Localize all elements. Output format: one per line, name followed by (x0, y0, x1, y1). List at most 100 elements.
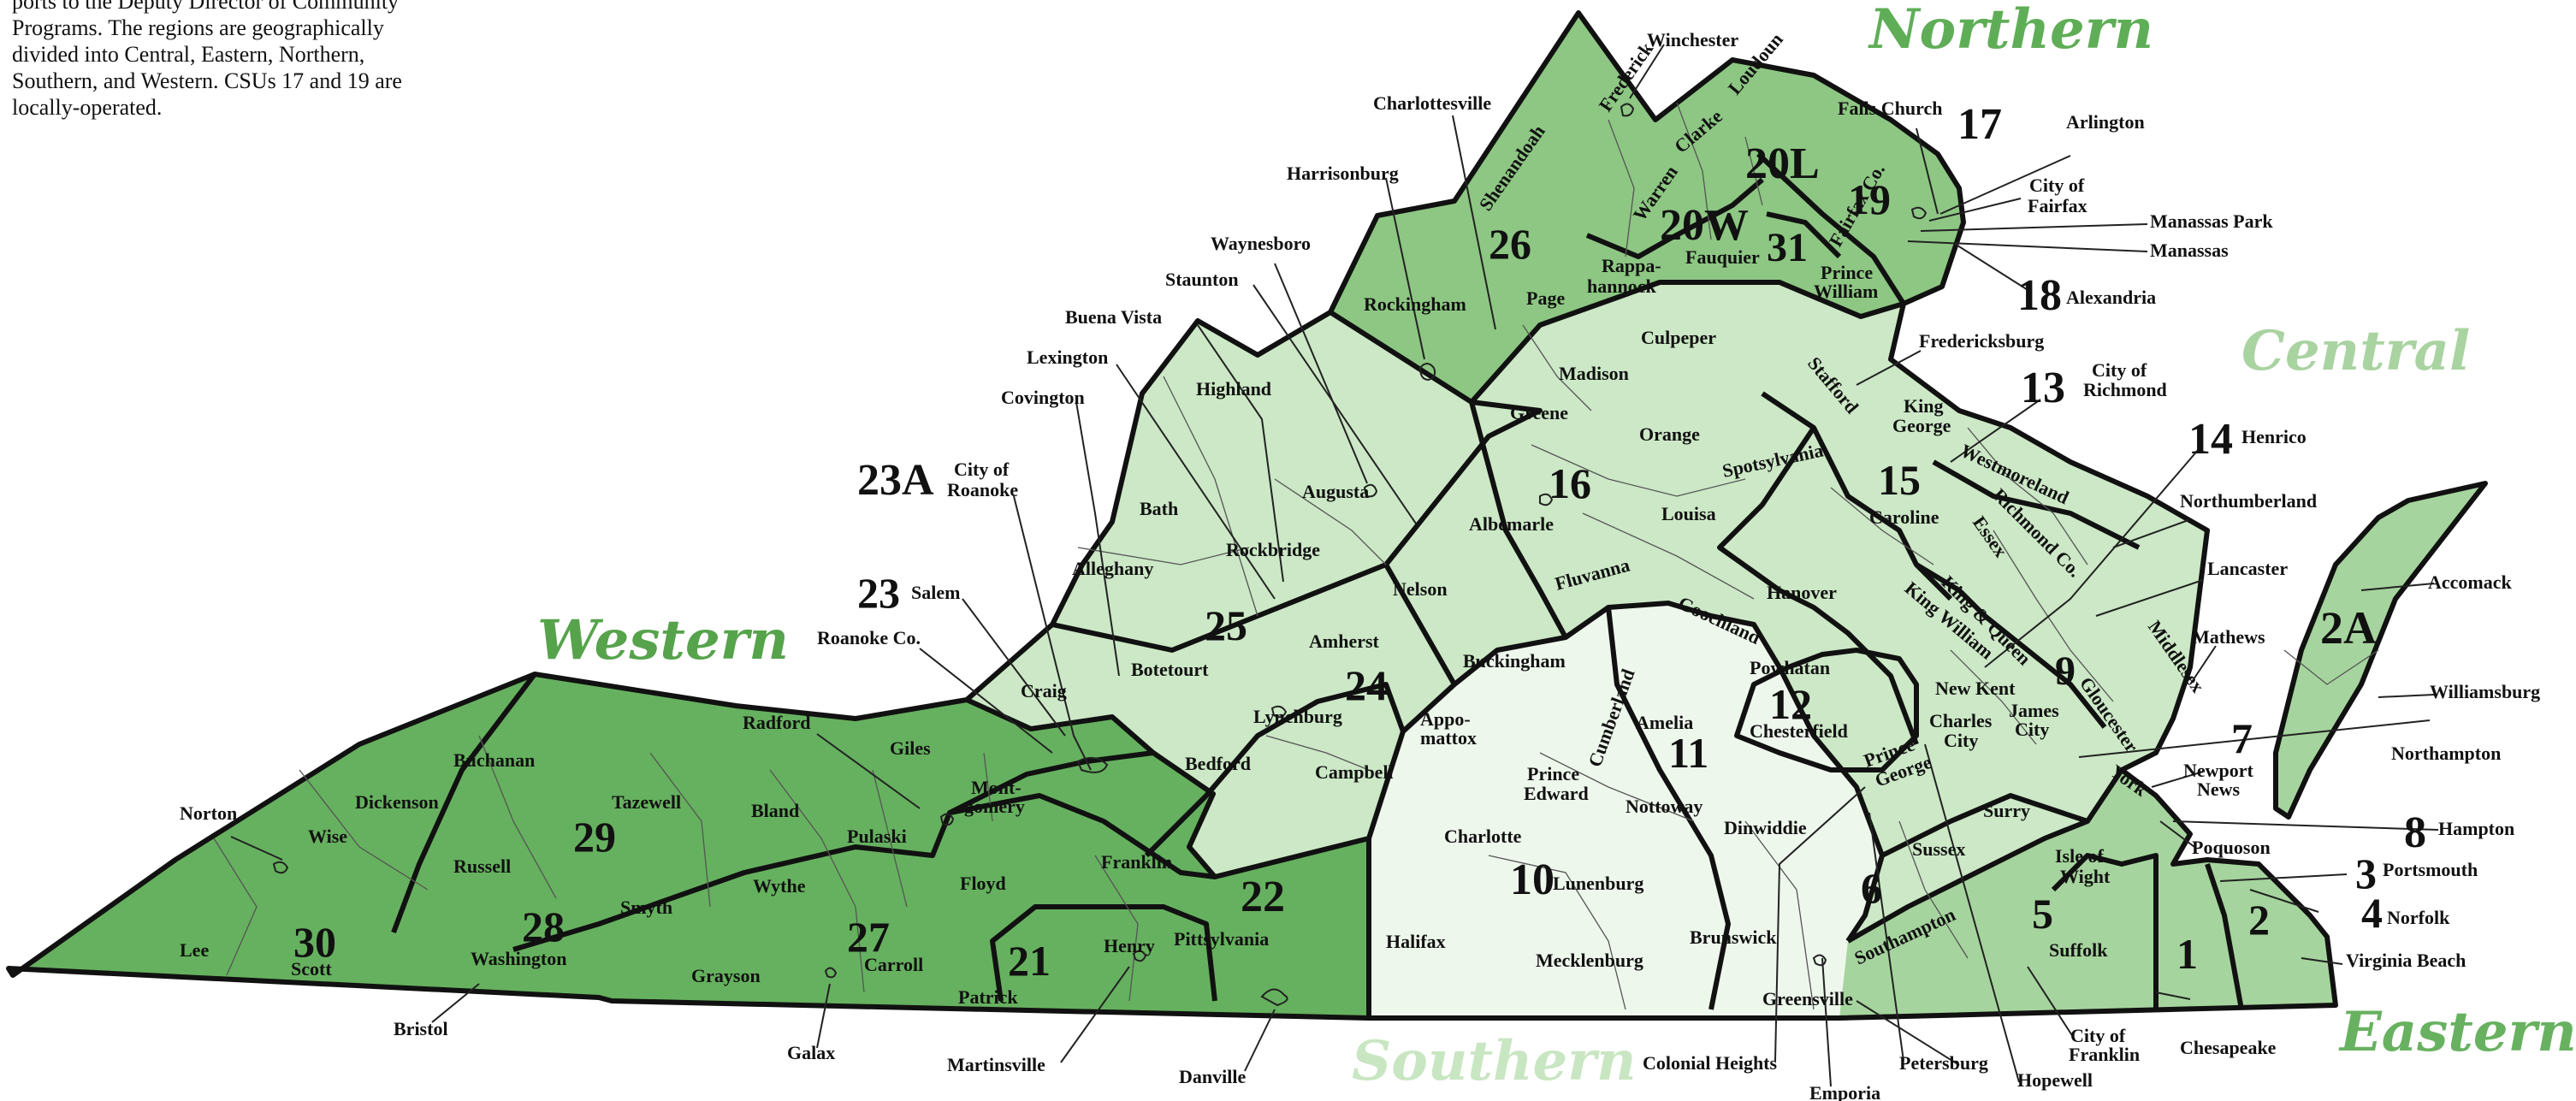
intro-line: Southern, and Western. CSUs 17 and 19 ar… (12, 68, 402, 93)
place-label: Edward (1524, 783, 1589, 804)
region-eastern (1839, 770, 2336, 1018)
place-label: Portsmouth (2383, 859, 2478, 880)
csu-label: 20W (1660, 201, 1749, 250)
place-label: Virginia Beach (2346, 950, 2466, 971)
place-label: Buchanan (453, 749, 535, 771)
place-label: Smyth (620, 897, 672, 918)
place-label: Bland (751, 800, 799, 821)
place-label: Albemarle (1469, 513, 1554, 535)
place-label: Covington (1001, 387, 1085, 408)
place-label: Wight (2060, 866, 2111, 887)
place-label: Nelson (1393, 578, 1448, 600)
place-label: Greensville (1762, 988, 1853, 1009)
place-label: Caroline (1869, 506, 1939, 528)
place-label: Russell (453, 855, 511, 877)
place-label: Lexington (1027, 346, 1108, 368)
place-label: Manassas (2150, 240, 2229, 261)
place-label: Wise (308, 826, 347, 847)
place-label: Colonial Heights (1643, 1052, 1778, 1074)
place-label: William (1814, 281, 1878, 302)
place-label: News (2197, 778, 2241, 800)
csu-label: 15 (1878, 456, 1921, 504)
place-label: Mathews (2192, 626, 2265, 648)
place-label: George (1892, 415, 1951, 436)
csu-label: 23 (857, 569, 900, 617)
place-label: New Kent (1935, 678, 2016, 699)
place-label: Waynesboro (1211, 233, 1311, 254)
place-label: James (2009, 700, 2059, 721)
place-label: Northumberland (2180, 490, 2317, 512)
place-label: Grayson (691, 965, 761, 986)
csu-label: 16 (1549, 459, 1591, 507)
csu-label: 1 (2176, 930, 2198, 978)
place-label: Lunenburg (1553, 873, 1643, 894)
csu-label: 5 (2032, 890, 2053, 938)
place-label: Highland (1196, 378, 1271, 400)
csu-label: 12 (1769, 680, 1812, 728)
csu-label: 21 (1008, 937, 1051, 985)
csu-label: 11 (1668, 729, 1708, 777)
place-label: Emporia (1809, 1082, 1880, 1101)
place-label: Dickenson (355, 791, 439, 813)
region-eastern-shore (2276, 483, 2485, 817)
place-label: Hampton (2438, 818, 2514, 839)
intro-line: Programs. The regions are geographically (12, 15, 384, 40)
place-label: City (2015, 719, 2049, 740)
place-label: Falls Church (1838, 98, 1942, 119)
csu-label: 6 (1861, 864, 1882, 912)
intro-text: ports to the Deputy Director of Communit… (12, 0, 457, 121)
csu-label: 30 (293, 918, 336, 966)
place-label: hannock (1587, 275, 1656, 297)
place-label: Norton (180, 802, 237, 824)
leader-lines (230, 44, 2439, 1087)
place-label: Hopewell (2017, 1069, 2093, 1091)
place-label: Tazewell (612, 791, 681, 813)
region-shapes (9, 13, 2485, 1018)
place-labels: Winchester Charlottesville Harrisonburg … (180, 29, 2540, 1101)
place-label: Floyd (960, 873, 1006, 894)
place-label: Roanoke (947, 479, 1018, 500)
csu-label: 7 (2231, 714, 2253, 762)
place-label: Charlottesville (1373, 92, 1491, 114)
region-central (967, 282, 2207, 941)
csu-label: 9 (2055, 648, 2076, 694)
place-label: Fredericksburg (1919, 330, 2044, 352)
csu-label: 28 (522, 903, 565, 950)
csu-label: 2 (2248, 896, 2270, 944)
region-southern (1369, 603, 1882, 1018)
place-label: Louisa (1661, 503, 1716, 524)
place-label: Poquoson (2192, 837, 2271, 858)
csu-label: 19 (1848, 175, 1891, 223)
region-label-western: Western (537, 608, 789, 672)
place-label: Page (1526, 287, 1565, 309)
place-label: Henry (1104, 935, 1155, 956)
place-label: Pulaski (847, 826, 907, 847)
place-label: Norfolk (2387, 907, 2450, 928)
place-label: Bristol (394, 1018, 448, 1039)
csu-label: 20L (1745, 139, 1820, 188)
place-label: Harrisonburg (1287, 163, 1399, 184)
place-label: City of (2070, 1025, 2126, 1046)
place-label: Giles (890, 737, 931, 759)
place-label: City of (954, 459, 1010, 480)
place-label: Dinwiddie (1724, 817, 1807, 838)
place-label: Henrico (2241, 426, 2307, 447)
region-label-eastern: Eastern (2338, 1000, 2576, 1064)
place-label: Mecklenburg (1536, 950, 1643, 971)
place-label: Washington (471, 948, 567, 969)
place-label: Arlington (2066, 111, 2145, 133)
place-label: Franklin (1101, 851, 1172, 873)
region-labels: Northern Central Western Southern Easter… (537, 0, 2576, 1093)
place-label: Radford (743, 712, 810, 733)
place-label: Appo- (1420, 708, 1471, 730)
place-label: Charles (1929, 710, 1993, 731)
place-label: City (1944, 730, 1978, 751)
place-label: Staunton (1165, 269, 1239, 290)
place-label: Winchester (1647, 29, 1738, 50)
csu-label: 26 (1489, 220, 1531, 268)
place-label: Fairfax (2028, 195, 2087, 216)
place-label: Roanoke Co. (817, 627, 921, 648)
place-label: Halifax (1386, 931, 1446, 952)
place-label: Augusta (1302, 481, 1369, 502)
place-label: Nottoway (1626, 796, 1703, 817)
